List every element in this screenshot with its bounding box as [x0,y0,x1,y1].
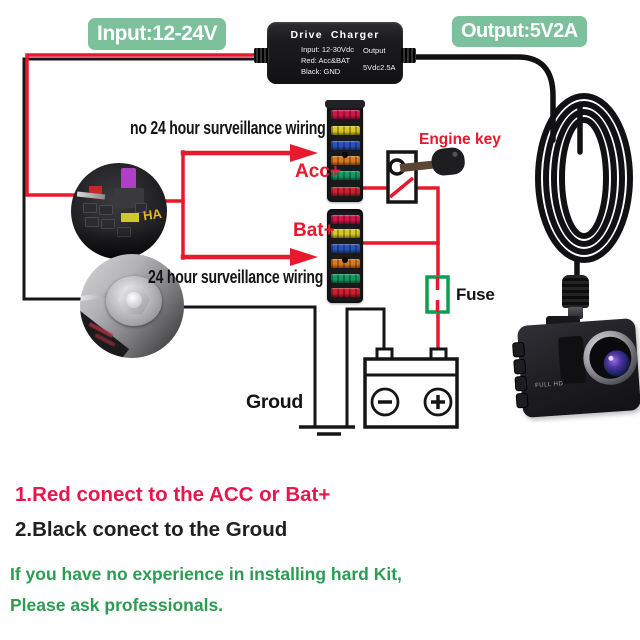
label-24h-wiring: 24 hour surveillance wiring [148,266,324,287]
camera-bracket-slot [557,335,587,385]
note-warning-line2: Please ask professionals. [10,595,224,615]
ground-bolt-photo [80,254,184,358]
mini-usb-plug [562,275,589,308]
fuse-blade [330,110,360,120]
charger-title: Drive Charger [290,29,380,41]
switch-contact [388,176,415,199]
holder-hole [342,152,348,158]
cable-coil-ring [559,117,609,239]
label-bat: Bat+ [293,220,335,241]
charger-specs: Input: 12-30Vdc Red: Acc&BAT Black: GND [301,44,354,77]
gnd-wire-battery [345,307,386,353]
usb-cable [405,54,633,282]
battery-symbol [363,347,459,429]
red-wire-left [25,53,260,197]
photo-partial-text: HA [142,205,163,224]
lens-glass [602,349,631,378]
bolt-dome [126,292,142,308]
holder-hole [342,257,348,263]
drive-charger-box: Drive Charger Input: 12-30Vdc Red: Acc&B… [267,22,403,84]
label-ground: Groud [246,391,303,413]
camera-mount [546,316,580,327]
charger-red-line: Red: Acc&BAT [301,56,351,65]
camera-badge-text: FULL HD [534,381,564,390]
input-badge: Input:12-24V [88,18,227,50]
car-fuse-panel-photo: HA [71,163,167,259]
acc-arrow-icon [290,144,318,162]
charger-black-line: Black: GND [301,67,341,76]
note-black-connection: 2.Black conect to the Groud [15,518,288,541]
charger-output-label: Output [362,46,386,55]
purple-fuse [121,168,136,190]
camera-button [514,375,528,392]
camera-button [515,392,529,409]
bat-arrow-icon [290,248,318,266]
camera-lens-icon [581,328,640,387]
camera-button [513,358,527,375]
label-acc: Acc+ [295,161,341,182]
charger-output-value: 5Vdc2.5A [362,63,396,72]
fuse-blade [330,171,360,181]
fuse-blade [330,125,360,135]
fuse-tap-holder-bat [327,209,363,303]
yellow-label [121,213,139,222]
fuse-blade [330,156,360,166]
note-red-connection: 1.Red conect to the ACC or Bat+ [15,483,331,506]
charger-input-line: Input: 12-30Vdc [301,45,354,54]
charger-input-strain-relief [254,48,269,63]
label-no-24h-wiring: no 24 hour surveillance wiring [130,117,326,138]
label-engine-key: Engine key [419,131,501,148]
fuse-blade [330,273,360,283]
ignition-switch [386,147,465,204]
photo-shadow [71,225,167,259]
fuse-symbol [425,275,450,314]
gnd-wire-left [22,57,260,301]
fuse-blade [330,258,360,268]
fuse-blade [330,244,360,254]
fuse-blade [330,214,360,224]
fuse-blade [330,229,360,239]
red-label [89,186,102,194]
cable-coil-ring [543,101,625,255]
holder-cap [325,100,365,108]
red-wire-key-to-battery [412,186,440,353]
output-badge: Output:5V2A [452,16,587,47]
ground-symbol [299,425,355,436]
fuse-blade [330,186,360,196]
camera-button [512,341,526,358]
fuse-tap-holder-acc [325,100,365,202]
cable-coil-ring [551,109,617,247]
charger-output-strain-relief [401,48,416,63]
ground-wires [22,57,386,429]
label-fuse: Fuse [456,285,495,304]
note-warning-line1: If you have no experience in installing … [10,564,402,584]
cable-coil-ring [535,93,633,263]
charger-output-specs: Output 5Vdc2.5A [363,46,396,77]
gnd-wire-to-ground [180,305,317,429]
dash-camera: FULL HD [512,317,640,419]
lens-barrel [587,335,633,381]
fuse-blade [330,288,360,298]
engine-key-icon [399,147,465,176]
fuse-blade [330,140,360,150]
